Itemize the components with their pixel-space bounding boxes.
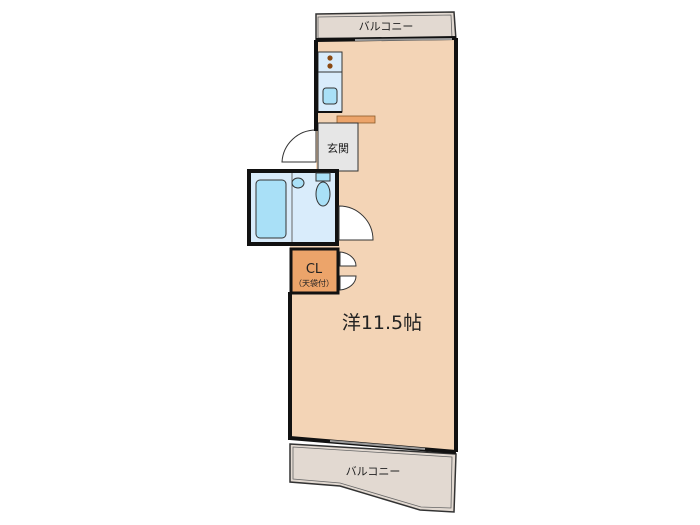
main-room-label: 洋11.5帖 bbox=[342, 312, 422, 334]
sink-icon bbox=[322, 87, 338, 105]
balcony-bottom bbox=[289, 443, 457, 513]
entrance bbox=[281, 122, 359, 172]
stove-burner-icon bbox=[327, 55, 333, 61]
washbasin-icon bbox=[291, 177, 305, 189]
bathroom-door-icon[interactable] bbox=[338, 205, 374, 241]
stove-burner-icon bbox=[327, 63, 333, 69]
closet-door-icon[interactable] bbox=[339, 275, 357, 291]
bathtub-icon bbox=[255, 179, 287, 239]
closet bbox=[289, 247, 357, 295]
toilet-icon bbox=[315, 181, 331, 207]
windows bbox=[329, 38, 453, 450]
bathroom bbox=[247, 169, 374, 246]
balcony-top-label: バルコニー bbox=[359, 20, 414, 33]
closet-sublabel: （天袋付） bbox=[294, 278, 334, 288]
kitchen bbox=[317, 51, 376, 124]
closet-door-icon[interactable] bbox=[339, 251, 357, 267]
entrance-door-icon[interactable] bbox=[281, 129, 317, 163]
counter-shelf bbox=[336, 115, 376, 124]
entrance-label: 玄関 bbox=[327, 141, 349, 155]
closet-label: CL bbox=[306, 262, 323, 277]
balcony-bottom-label: バルコニー bbox=[346, 465, 401, 478]
